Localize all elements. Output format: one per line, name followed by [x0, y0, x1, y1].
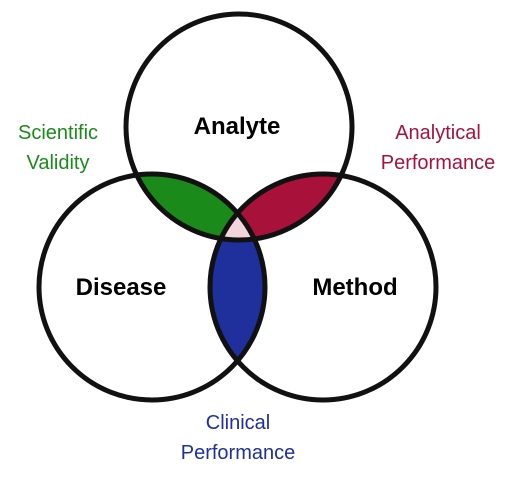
scientific-validity-label-line1: Scientific [18, 122, 98, 144]
disease-label: Disease [76, 274, 167, 301]
analytical-performance-region [210, 174, 352, 240]
disease-circle [36, 171, 268, 403]
clinical-performance-label-line2: Performance [181, 442, 296, 464]
analyte-label: Analyte [194, 113, 281, 140]
analytical-performance-label-line2: Performance [381, 152, 496, 174]
scientific-validity-label-line2: Validity [27, 152, 90, 174]
method-circle [207, 171, 439, 403]
method-label: Method [312, 274, 397, 301]
clinical-performance-label-line1: Clinical [206, 412, 270, 434]
analyte-circle [123, 11, 355, 243]
analytical-performance-label-line1: Analytical [395, 122, 481, 144]
scientific-validity-region [126, 174, 265, 240]
